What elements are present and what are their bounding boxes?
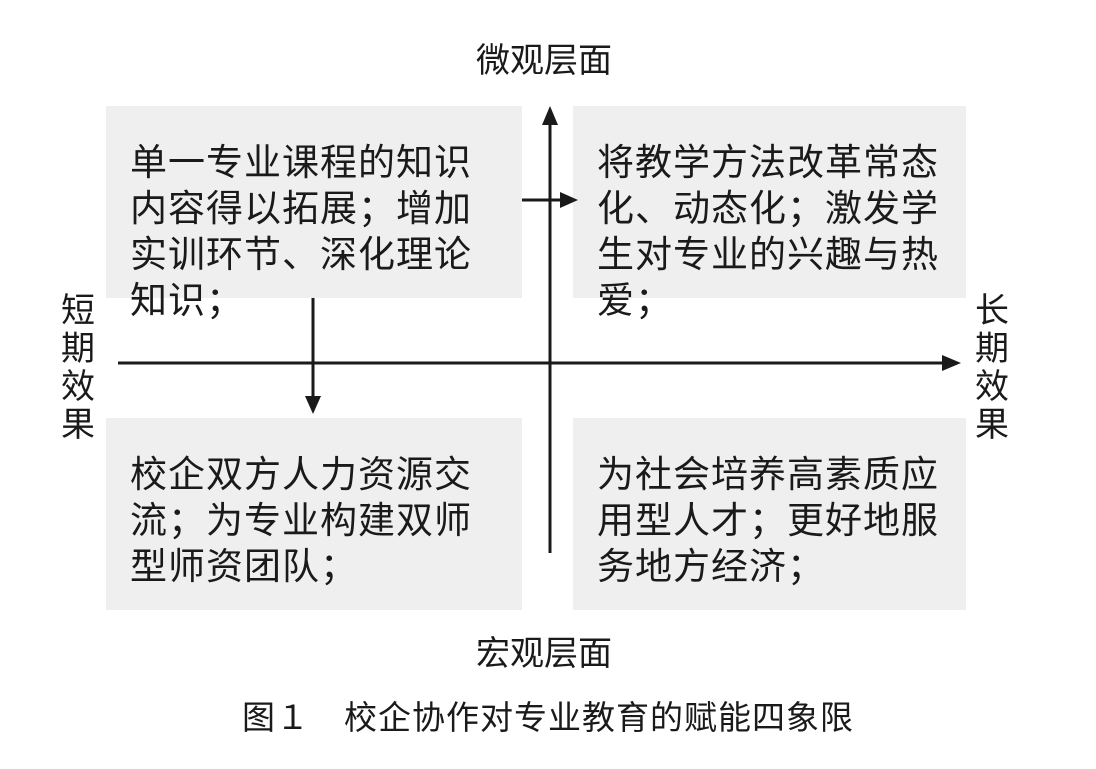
- axis-label-macro: 宏观层面: [476, 634, 612, 674]
- arrow-top-left-to-bottom-left-head: [305, 396, 321, 414]
- figure-caption: 图１ 校企协作对专业教育的赋能四象限: [242, 698, 854, 737]
- horizontal-axis-arrowhead: [942, 355, 961, 371]
- quadrant-top-right-text: 将教学方法改革常态化、动态化；激发学生对专业的兴趣与热爱；: [597, 141, 939, 322]
- axis-label-short-term: 短期效果: [61, 291, 95, 445]
- quadrant-bottom-left-text: 校企双方人力资源交流；为专业构建双师型师资团队；: [130, 453, 472, 588]
- quadrant-top-right: 将教学方法改革常态化、动态化；激发学生对专业的兴趣与热爱；: [573, 106, 966, 322]
- axis-label-long-term: 长期效果: [975, 291, 1009, 445]
- quadrant-bottom-right: 为社会培养高素质应用型人才；更好地服务地方经济；: [573, 418, 966, 610]
- axis-label-micro: 微观层面: [476, 41, 612, 81]
- quadrant-bottom-right-text: 为社会培养高素质应用型人才；更好地服务地方经济；: [597, 453, 939, 588]
- vertical-axis-arrowhead: [542, 106, 558, 125]
- quadrant-bottom-left: 校企双方人力资源交流；为专业构建双师型师资团队；: [106, 418, 522, 610]
- quadrant-top-left: 单一专业课程的知识内容得以拓展；增加实训环节、深化理论知识；: [106, 106, 522, 322]
- quadrant-top-left-text: 单一专业课程的知识内容得以拓展；增加实训环节、深化理论知识；: [130, 141, 472, 322]
